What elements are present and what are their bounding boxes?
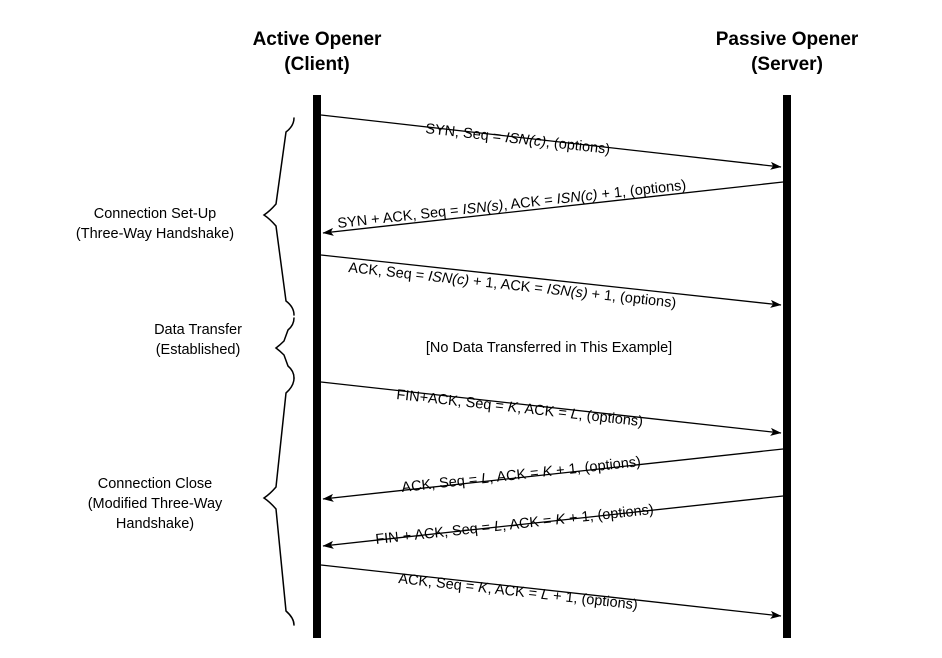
phase-close-line-3: Handshake) (116, 516, 194, 532)
server-name-label: (Server) (751, 54, 823, 75)
message-fin-ack-server: FIN + ACK, Seq = L, ACK = K + 1, (option… (322, 495, 784, 549)
server-header: Passive Opener (Server) (716, 29, 859, 75)
message-ack-client-final-arrow (320, 564, 782, 619)
message-fin-ack-server-label: FIN + ACK, Seq = L, ACK = K + 1, (option… (375, 502, 655, 548)
message-fin-ack-client: FIN+ACK, Seq = K, ACK = L, (options) (320, 381, 782, 436)
message-ack-arrow (320, 254, 782, 308)
message-ack-server: ACK, Seq = L, ACK = K + 1, (options) (322, 448, 784, 502)
brace-connection-close (262, 377, 295, 626)
message-ack-label: ACK, Seq = ISN(c) + 1, ACK = ISN(s) + 1,… (348, 260, 677, 312)
phase-setup-line-2: (Three-Way Handshake) (76, 226, 234, 242)
message-fin-ack-server-arrow (322, 495, 784, 549)
message-syn-label: SYN, Seq = ISN(c), (options) (425, 121, 611, 158)
message-fin-ack-client-label: FIN+ACK, Seq = K, ACK = L, (options) (396, 387, 644, 430)
client-header: Active Opener (Client) (253, 29, 382, 75)
phase-data-line-2: (Established) (156, 342, 241, 358)
phase-data-line-1: Data Transfer (154, 322, 242, 338)
phase-setup-line-1: Connection Set-Up (94, 206, 217, 222)
brace-connection-setup (262, 117, 295, 316)
message-ack-client-final-label: ACK, Seq = K, ACK = L + 1, (options) (398, 571, 639, 613)
message-syn: SYN, Seq = ISN(c), (options) (320, 114, 782, 170)
message-syn-arrow (320, 114, 782, 170)
server-role-label: Passive Opener (716, 29, 859, 50)
message-ack-client-final: ACK, Seq = K, ACK = L + 1, (options) (320, 564, 782, 619)
message-fin-ack-client-arrow (320, 381, 782, 436)
message-syn-ack-label: SYN + ACK, Seq = ISN(s), ACK = ISN(c) + … (337, 178, 687, 232)
no-data-note: [No Data Transferred in This Example] (426, 340, 672, 356)
message-ack-server-label: ACK, Seq = L, ACK = K + 1, (options) (401, 454, 642, 496)
message-ack: ACK, Seq = ISN(c) + 1, ACK = ISN(s) + 1,… (320, 254, 782, 312)
phase-label-connection-setup: Connection Set-Up (Three-Way Handshake) (76, 206, 234, 242)
brace-data-transfer (274, 317, 295, 379)
phase-label-connection-close: Connection Close (Modified Three-Way Han… (88, 476, 223, 532)
message-syn-ack-arrow (322, 181, 784, 236)
phase-label-data-transfer: Data Transfer (Established) (154, 322, 242, 358)
phase-close-line-2: (Modified Three-Way (88, 496, 223, 512)
phase-close-line-1: Connection Close (98, 476, 212, 492)
client-role-label: Active Opener (253, 29, 382, 50)
message-syn-ack: SYN + ACK, Seq = ISN(s), ACK = ISN(c) + … (322, 178, 784, 236)
client-name-label: (Client) (284, 54, 349, 75)
message-ack-server-arrow (322, 448, 784, 502)
